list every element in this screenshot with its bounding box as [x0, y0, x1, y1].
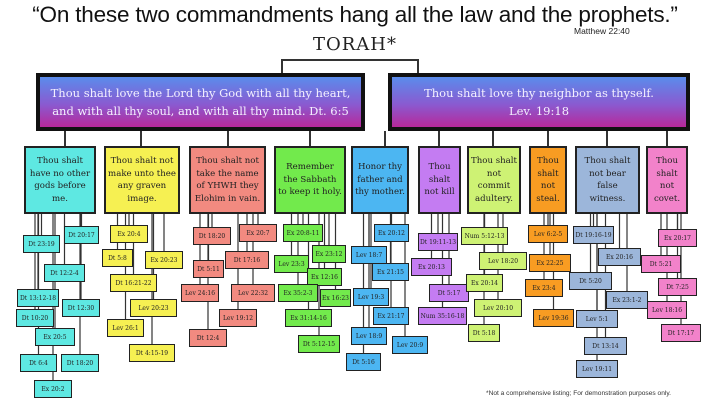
scripture-ref: Dt 17:17	[661, 324, 701, 342]
great-line-1: Thou shalt love the Lord thy God with al…	[50, 86, 351, 100]
commandment-9: Thou shalt not bear false witness.	[575, 146, 640, 214]
scripture-ref: Lev 5:1	[576, 310, 618, 328]
title-quote: “On these two commandments hang all the …	[32, 2, 678, 27]
scripture-ref: Dt 23:19	[23, 235, 60, 253]
scripture-ref: Dt 12:2-4	[44, 264, 85, 282]
scripture-ref: Dt 19:16-19	[573, 226, 614, 244]
scripture-ref: Lev 23:3	[274, 255, 309, 273]
scripture-ref: Ex 23:12	[312, 245, 346, 263]
scripture-ref: Lev 19:36	[533, 309, 574, 327]
scripture-ref: Ex 20:12	[374, 224, 409, 242]
scripture-ref: Lev 20:23	[130, 299, 177, 317]
scripture-ref: Ex 20:2	[34, 380, 72, 398]
scripture-ref: Dt 5:18	[468, 324, 500, 342]
scripture-ref: Lev 19:3	[353, 288, 389, 306]
great-line-2: and with all thy soul, and with all thy …	[52, 104, 349, 118]
commandment-6: Thou shalt not kill	[418, 146, 461, 214]
scripture-ref: Dt 20:17	[64, 226, 99, 244]
commandment-3: Thou shalt not take the name of YHWH the…	[189, 146, 266, 214]
scripture-ref: Ex 12:16	[307, 268, 342, 286]
scripture-ref: Ex 21:15	[372, 263, 409, 281]
scripture-ref: Dt 12:30	[62, 299, 100, 317]
scripture-ref: Dt 5:21	[641, 255, 681, 273]
commandment-5: Honor thy father and thy mother.	[351, 146, 409, 214]
scripture-ref: Ex 21:17	[373, 307, 409, 325]
scripture-ref: Dt 7:25	[658, 278, 697, 296]
scripture-ref: Ex 35:2-3	[278, 284, 318, 302]
commandment-7: Thou shalt not commit adultery.	[467, 146, 521, 214]
scripture-ref: Ex 20:5	[35, 328, 75, 346]
scripture-ref: Dt 13:12-18	[17, 289, 59, 307]
great-line-2: Lev. 19:18	[508, 104, 570, 118]
scripture-ref: Ex 20:13	[411, 258, 452, 276]
scripture-ref: Ex 20:7	[239, 224, 277, 242]
commandment-2: Thou shalt not make unto thee any graven…	[104, 146, 180, 214]
root-node-torah: TORAH*	[312, 34, 397, 55]
scripture-ref: Ex 20:8-11	[283, 224, 323, 242]
scripture-ref: Dt 12:4	[189, 329, 227, 347]
scripture-ref: Dt 13:14	[584, 337, 627, 355]
scripture-ref: Dt 5:17	[429, 284, 469, 302]
scripture-ref: Ex 20:4	[110, 225, 148, 243]
footnote: *Not a comprehensive listing; For demons…	[486, 390, 671, 397]
great-commandment-love-god: Thou shalt love the Lord thy God with al…	[36, 73, 365, 131]
scripture-ref: Dt 10:20	[16, 309, 54, 327]
scripture-ref: Lev 18:16	[647, 301, 687, 319]
commandment-10: Thou shalt not covet.	[646, 146, 688, 214]
scripture-ref: Ex 22:25	[529, 254, 571, 272]
scripture-ref: Ex 20:16	[598, 248, 641, 266]
scripture-ref: Lev 19:12	[219, 309, 257, 327]
scripture-ref: Dt 5:8	[102, 249, 133, 267]
scripture-ref: Lev 18:9	[351, 327, 387, 345]
scripture-ref: Dt 4:15-19	[129, 344, 175, 362]
scripture-ref: Ex 20:17	[658, 229, 697, 247]
citation: Matthew 22:40	[574, 26, 630, 36]
scripture-ref: Lev 18:7	[351, 246, 387, 264]
scripture-ref: Num 35:16-18	[418, 307, 467, 325]
scripture-ref: Lev 24:16	[181, 284, 219, 302]
scripture-ref: Lev 20:9	[392, 336, 428, 354]
scripture-ref: Ex 23:4	[525, 279, 563, 297]
scripture-ref: Dt 5:11	[193, 260, 224, 278]
scripture-ref: Ex 23:1-2	[606, 291, 648, 309]
commandment-4: Remember the Sabbath to keep it holy.	[274, 146, 346, 214]
commandment-8: Thou shalt not steal.	[529, 146, 567, 214]
commandment-1: Thou shalt have no other gods before me.	[24, 146, 96, 214]
scripture-ref: Ex 20:23	[145, 251, 183, 269]
scripture-ref: Ex 20:14	[466, 274, 503, 292]
scripture-ref: Dt 17:16	[225, 251, 269, 269]
scripture-ref: Lev 19:11	[576, 360, 618, 378]
scripture-ref: Dt 19:11-13	[418, 233, 458, 251]
scripture-ref: Lev 20:10	[474, 299, 522, 317]
scripture-ref: Dt 18:20	[61, 354, 99, 372]
scripture-ref: Lev 26:1	[107, 319, 144, 337]
scripture-ref: Ex 31:14-16	[285, 309, 332, 327]
scripture-ref: Lev 22:32	[231, 284, 275, 302]
scripture-ref: Dt 18:20	[193, 227, 231, 245]
scripture-ref: Lev 6:2-5	[528, 225, 568, 243]
great-commandment-love-neighbor: Thou shalt love thy neighbor as thyself.…	[388, 73, 690, 131]
great-line-1: Thou shalt love thy neighbor as thyself.	[424, 86, 654, 100]
scripture-ref: Dt 6:4	[20, 354, 57, 372]
scripture-ref: Ex 16:23	[320, 289, 351, 307]
scripture-ref: Dt 5:20	[569, 272, 612, 290]
scripture-ref: Dt 5:12-15	[298, 335, 340, 353]
scripture-ref: Dt 5:16	[346, 353, 381, 371]
scripture-ref: Lev 18:20	[479, 252, 527, 270]
scripture-ref: Dt 16:21-22	[110, 274, 157, 292]
scripture-ref: Num 5:12-13	[461, 227, 508, 245]
